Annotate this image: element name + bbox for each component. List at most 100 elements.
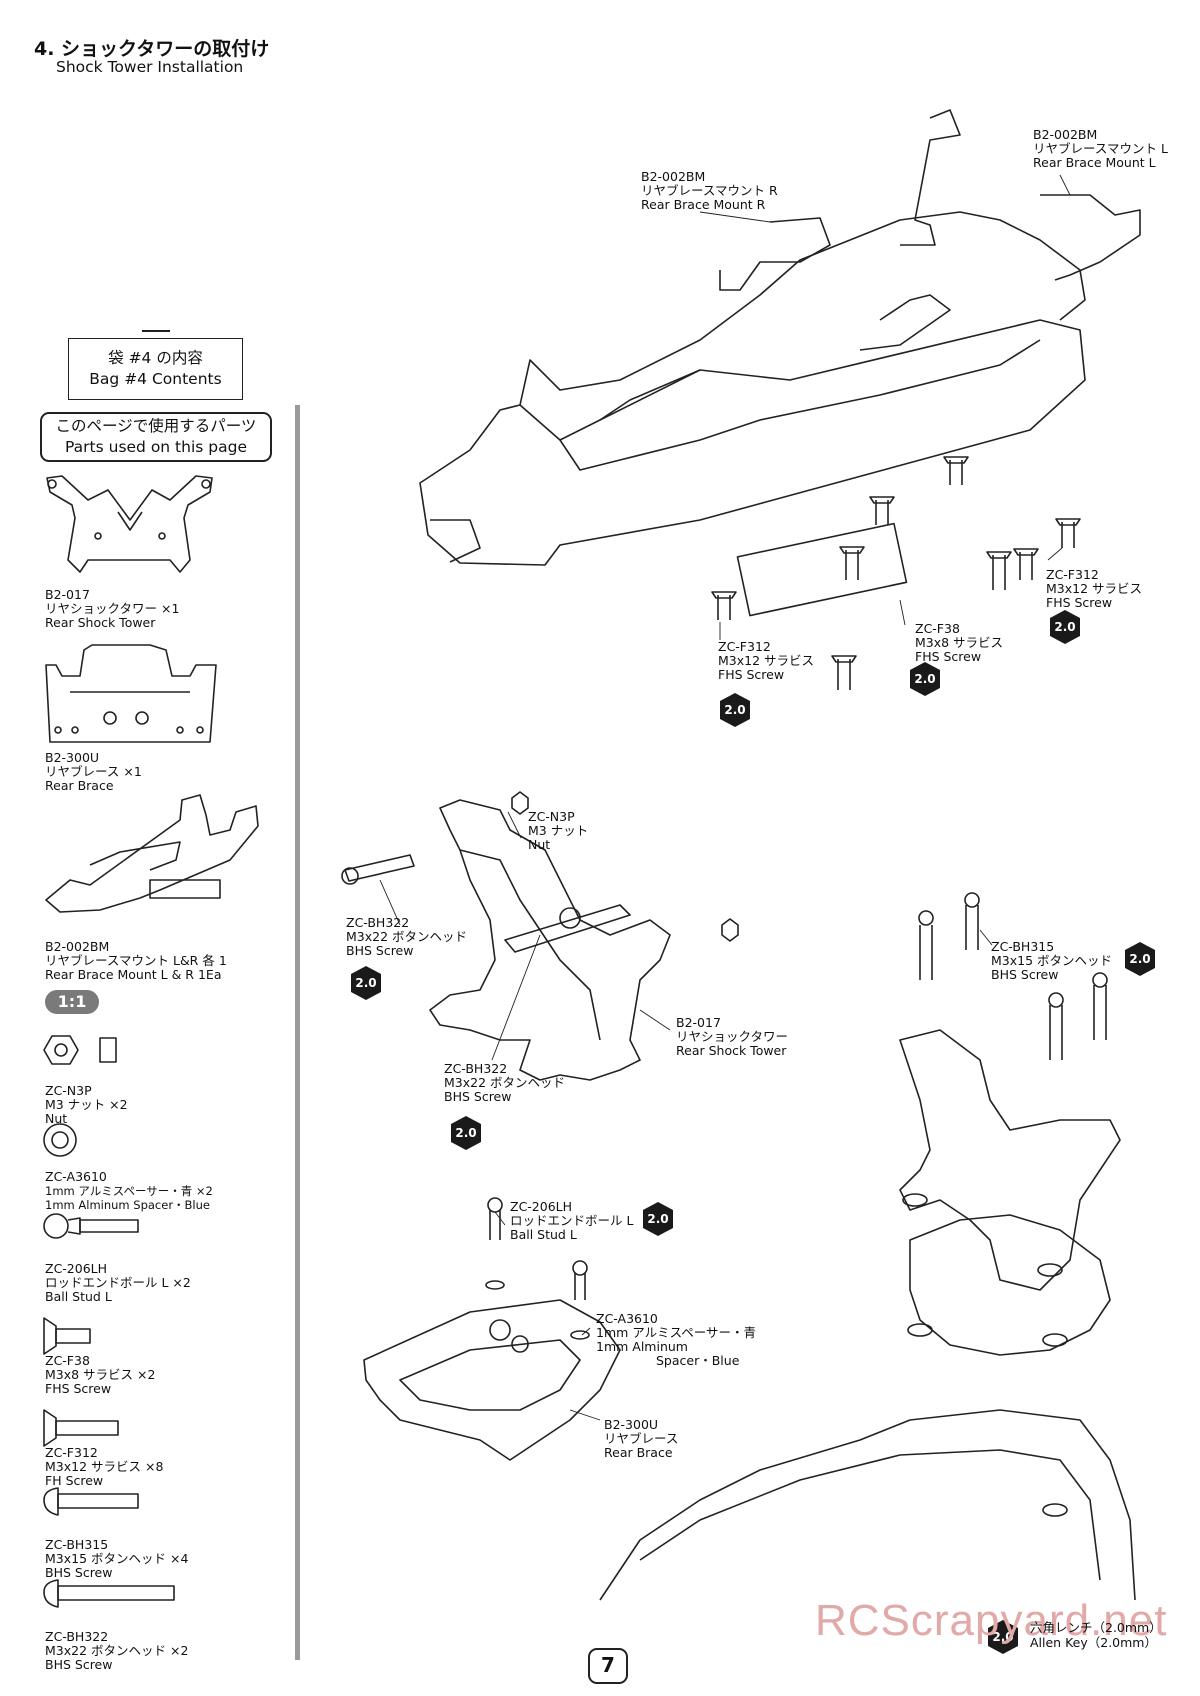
page-title-en: Shock Tower Installation [56,58,244,76]
hex-badge-text-7: 2.0 [647,1212,668,1226]
part-code: ZC-206LH [45,1261,108,1276]
part-name-en: FH Screw [45,1473,104,1488]
callout-en: BHS Screw [991,967,1059,982]
callout-zc-f312-left: ZC-F312 M3x12 サラビス FHS Screw [718,640,814,682]
callout-code: ZC-F312 [1046,567,1099,582]
callout-en: FHS Screw [1046,595,1113,610]
sidebar-nut-drawing [43,1035,117,1065]
callout-code: ZC-206LH [510,1199,573,1214]
callout-en: FHS Screw [718,667,785,682]
hex-badge-shape-2 [910,662,940,696]
hex-badge-text-3: 2.0 [724,703,745,717]
callout-jp: M3x12 サラビス [718,653,815,668]
hex-badge-shape-8 [988,1620,1018,1654]
part-code: ZC-N3P [45,1083,92,1098]
tool-label-en: Allen Key（2.0mm） [1030,1635,1157,1650]
leader-lines [379,174,1071,1421]
callout-code: B2-002BM [641,169,706,184]
part-label-b2-002bm: B2-002BM リヤブレースマウント L&R 各 1 Rear Brace M… [45,940,227,982]
callout-en: Ball Stud L [510,1227,577,1242]
callout-code: ZC-BH315 [991,939,1055,954]
part-label-zc-n3p: ZC-N3P M3 ナット ×2 Nut [45,1084,128,1126]
part-name-jp: リヤブレースマウント L&R 各 1 [45,953,227,968]
part-code: ZC-F38 [45,1353,90,1368]
callout-code: ZC-F38 [915,621,960,636]
hex-badge-text-4: 2.0 [355,976,376,990]
scale-badge: 1:1 [45,990,99,1014]
callout-en: Rear Brace Mount R [641,197,766,212]
callout-zc-206lh: ZC-206LH ロッドエンドボール L Ball Stud L [510,1200,633,1242]
callout-jp: リヤショックタワー [676,1029,789,1044]
part-label-b2-300u: B2-300U リヤブレース ×1 Rear Brace [45,751,142,793]
callout-zc-f38: ZC-F38 M3x8 サラビス FHS Screw [915,622,1003,664]
tool-label: 六角レンチ（2.0mm） Allen Key（2.0mm） [1030,1620,1162,1650]
page-number: 7 [588,1648,628,1684]
callout-en: Rear Shock Tower [676,1043,787,1058]
hex-badge-shape-1 [1050,610,1080,644]
sidebar-spacer-drawing [43,1123,77,1157]
part-code: ZC-BH315 [45,1537,109,1552]
callout-jp: M3x22 ボタンヘッド [346,929,468,944]
part-label-zc-bh322: ZC-BH322 M3x22 ボタンヘッド ×2 BHS Screw [45,1630,188,1672]
parts-used-heading: このページで使用するパーツ Parts used on this page [40,412,272,462]
hex-badge-shape-7 [643,1202,673,1236]
callout-code: ZC-BH322 [444,1061,508,1076]
part-code: ZC-A3610 [45,1169,107,1184]
hex-badge-text-2: 2.0 [914,672,935,686]
callout-en: BHS Screw [444,1089,512,1104]
callout-b2-300u: B2-300U リヤブレース Rear Brace [604,1418,678,1460]
part-name-en: Nut [45,1111,68,1126]
sidebar-shock-tower-drawing [46,475,213,573]
hex-badge-text-6: 2.0 [455,1126,476,1140]
part-name-jp: リヤブレース ×1 [45,764,142,779]
part-name-en: BHS Screw [45,1657,113,1672]
callout-brace-mount-l: B2-002BM リヤブレースマウント L Rear Brace Mount L [1033,128,1168,170]
callout-zc-bh322-top: ZC-BH322 M3x22 ボタンヘッド BHS Screw [346,916,467,958]
top-chassis-screws [711,456,1081,690]
part-name-jp: M3x8 サラビス ×2 [45,1367,156,1382]
part-name-en: Ball Stud L [45,1289,112,1304]
part-code: ZC-BH322 [45,1629,109,1644]
callout-code: ZC-F312 [718,639,771,654]
part-name-jp: 1mm アルミスペーサー・青 ×2 [45,1184,213,1198]
tool-label-jp: 六角レンチ（2.0mm） [1030,1620,1162,1635]
part-name-en: Rear Shock Tower [45,615,156,630]
callout-jp: M3 ナット [528,823,589,838]
callout-zc-bh322-bottom: ZC-BH322 M3x22 ボタンヘッド BHS Screw [444,1062,565,1104]
middle-shock-tower-drawing [341,791,739,1081]
part-code: ZC-F312 [45,1445,98,1460]
lower-right-assembly-drawing [599,892,1136,1601]
callout-jp: M3x12 サラビス [1046,581,1143,596]
bag-label-jp: 袋 #4 の内容 [108,349,203,367]
part-label-zc-f312: ZC-F312 M3x12 サラビス ×8 FH Screw [45,1446,163,1488]
parts-heading-en: Parts used on this page [65,438,247,456]
part-name-en: 1mm Alminum Spacer・Blue [45,1198,210,1212]
bag-dash [142,330,170,332]
hex-badge-shape-4 [351,966,381,1000]
callout-zc-bh315: ZC-BH315 M3x15 ボタンヘッド BHS Screw [991,940,1112,982]
hex-badge-shape-6 [451,1116,481,1150]
bag-label-en: Bag #4 Contents [89,370,222,388]
callout-zc-f312-right: ZC-F312 M3x12 サラビス FHS Screw [1046,568,1142,610]
part-name-en: BHS Screw [45,1565,113,1580]
hex-badges [351,610,1155,1654]
hex-badge-text-1: 2.0 [1054,620,1075,634]
watermark: RCScrapyard.net [815,1596,1168,1645]
callout-en: FHS Screw [915,649,982,664]
callout-en-2: Spacer・Blue [656,1353,740,1368]
callout-en: Rear Brace [604,1445,673,1460]
part-code: B2-002BM [45,939,110,954]
sidebar-bhs-screw-drawing-2 [43,1579,175,1608]
part-code: B2-300U [45,750,100,765]
callout-jp: リヤブレースマウント L [1033,141,1168,156]
callout-en: Rear Brace Mount L [1033,155,1156,170]
callout-en: Nut [528,837,551,852]
part-name-en: Rear Brace Mount L & R 1Ea [45,967,222,982]
callout-code: ZC-BH322 [346,915,410,930]
sidebar-rear-brace-drawing [45,644,217,743]
callout-en: BHS Screw [346,943,414,958]
callout-jp: M3x15 ボタンヘッド [991,953,1113,968]
hex-badge-text-5: 2.0 [1129,952,1150,966]
hex-badge-shape-3 [720,693,750,727]
